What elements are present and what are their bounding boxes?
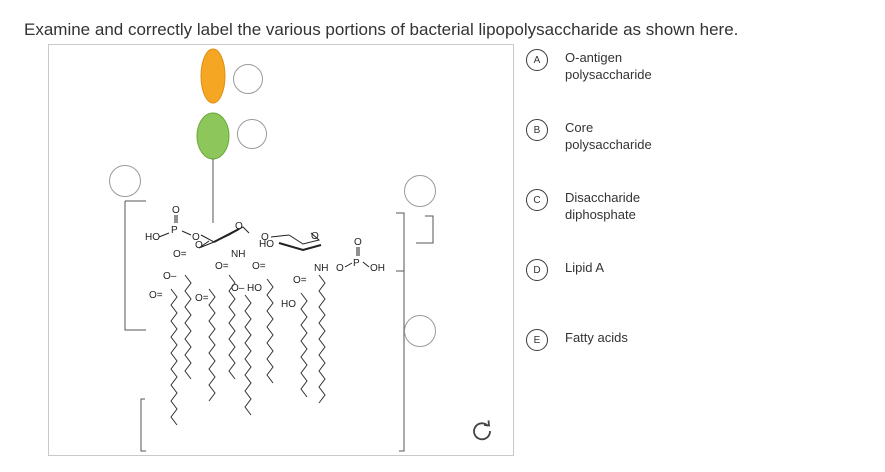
svg-text:O=: O=	[173, 249, 187, 260]
svg-text:O: O	[195, 240, 203, 251]
option-d[interactable]: D Lipid A	[526, 259, 705, 281]
option-b-label: Core polysaccharide	[565, 120, 652, 152]
option-a[interactable]: A O-antigen polysaccharide	[526, 49, 705, 83]
atom-o3: O	[311, 231, 319, 242]
atom-nh-right: NH	[314, 263, 328, 274]
atom-ho-ring: HO	[259, 239, 274, 250]
option-d-badge: D	[526, 259, 548, 281]
option-d-label: Lipid A	[565, 260, 605, 275]
question-text: Examine and correctly label the various …	[24, 20, 739, 39]
atom-o2: O	[261, 232, 269, 243]
atom-o1: O	[235, 221, 243, 232]
option-b[interactable]: B Core polysaccharide	[526, 119, 705, 153]
lps-structure-svg: HO P O O O O NH HO O O NH O P O OH O= O–…	[124, 48, 434, 452]
svg-text:O=: O=	[252, 261, 266, 272]
svg-text:O=: O=	[195, 293, 209, 304]
atom-o-right: O	[336, 263, 344, 274]
o-antigen-sugar	[200, 48, 226, 104]
drop-target-lipid-a[interactable]	[109, 165, 141, 197]
svg-text:O=: O=	[149, 290, 163, 301]
drop-target-o-antigen[interactable]	[233, 64, 263, 94]
atom-p-right: P	[353, 258, 360, 269]
drop-target-core[interactable]	[237, 119, 267, 149]
lps-diagram: HO P O O O O NH HO O O NH O P O OH O= O–…	[48, 44, 514, 456]
reset-icon	[473, 420, 491, 441]
svg-text:O: O	[192, 232, 200, 243]
option-e-badge: E	[526, 329, 548, 351]
option-c[interactable]: C Disaccharide diphosphate	[526, 189, 705, 223]
drop-target-fatty-acids[interactable]	[404, 315, 436, 347]
atom-p-left: P	[171, 225, 178, 236]
atom-ho-chain1: HO	[247, 283, 262, 294]
option-b-badge: B	[526, 119, 548, 141]
reset-button[interactable]	[467, 415, 497, 445]
atom-oh-right: OH	[370, 263, 385, 274]
drop-target-disaccharide[interactable]	[404, 175, 436, 207]
atom-ho-left: HO	[145, 232, 160, 243]
svg-text:O=: O=	[215, 261, 229, 272]
option-c-badge: C	[526, 189, 548, 211]
option-a-badge: A	[526, 49, 548, 71]
svg-text:O–: O–	[163, 271, 177, 282]
core-sugar	[196, 112, 230, 160]
fatty-acid-chains	[170, 274, 326, 426]
option-c-label: Disaccharide diphosphate	[565, 190, 641, 222]
svg-text:O=: O=	[293, 275, 307, 286]
option-a-label: O-antigen polysaccharide	[565, 50, 652, 82]
svg-text:O: O	[354, 237, 362, 248]
svg-text:O–: O–	[231, 283, 245, 294]
svg-text:O: O	[172, 205, 180, 216]
option-e[interactable]: E Fatty acids	[526, 329, 705, 351]
option-e-label: Fatty acids	[565, 330, 628, 345]
atom-ho-chain2: HO	[281, 299, 296, 310]
atom-nh-left: NH	[231, 249, 245, 260]
